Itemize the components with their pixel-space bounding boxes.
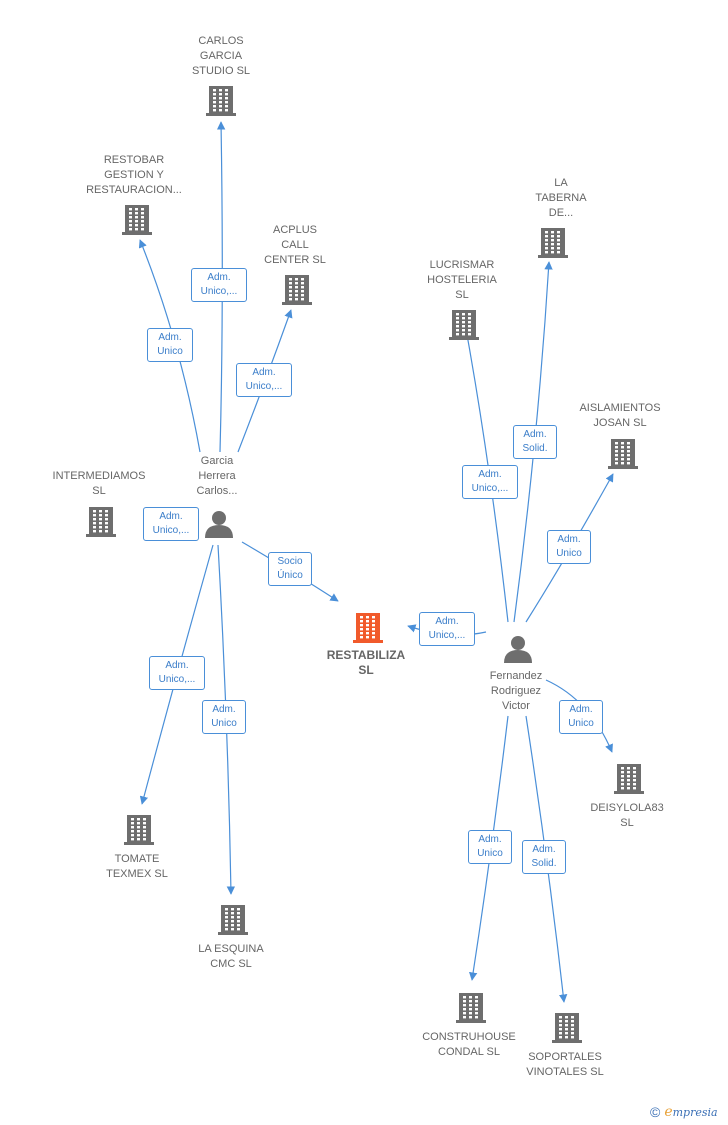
edge-label-fernandez-taberna[interactable]: Adm. Solid. <box>513 425 557 459</box>
taberna-building-icon[interactable] <box>538 228 568 258</box>
aislamientos-building-icon[interactable] <box>608 439 638 469</box>
edge-label-garcia-restabiliza[interactable]: Socio Único <box>268 552 312 586</box>
node-label-deisylola[interactable]: DEISYLOLA83 SL <box>590 802 664 829</box>
acplus-building-icon[interactable] <box>282 275 312 305</box>
soportales-building-icon[interactable] <box>552 1013 582 1043</box>
node-label-restabiliza[interactable]: RESTABILIZA SL <box>326 648 406 677</box>
empresia-logo: empresia <box>664 1104 718 1120</box>
node-label-acplus[interactable]: ACPLUS CALL CENTER SL <box>264 224 326 266</box>
edge-label-garcia-esquina[interactable]: Adm. Unico <box>202 700 246 734</box>
edge-label-garcia-tomate[interactable]: Adm. Unico,... <box>149 656 205 690</box>
deisylola-building-icon[interactable] <box>614 764 644 794</box>
esquina-building-icon[interactable] <box>218 905 248 935</box>
node-label-taberna[interactable]: LA TABERNA DE... <box>535 177 587 219</box>
construhouse-building-icon[interactable] <box>456 993 486 1023</box>
fernandez-person-icon[interactable] <box>504 636 532 663</box>
node-label-aislamientos[interactable]: AISLAMIENTOS JOSAN SL <box>579 402 661 429</box>
edge-label-fernandez-restabiliza[interactable]: Adm. Unico,... <box>419 612 475 646</box>
edge-label-fernandez-construhouse[interactable]: Adm. Unico <box>468 830 512 864</box>
edge-label-fernandez-soportales[interactable]: Adm. Solid. <box>522 840 566 874</box>
edge-label-garcia-carlos_studio[interactable]: Adm. Unico,... <box>191 268 247 302</box>
node-label-fernandez[interactable]: Fernandez Rodriguez Victor <box>489 670 543 712</box>
carlos_studio-building-icon[interactable] <box>206 86 236 116</box>
node-label-carlos_studio[interactable]: CARLOS GARCIA STUDIO SL <box>191 35 251 77</box>
garcia-person-icon[interactable] <box>205 511 233 538</box>
lucrismar-building-icon[interactable] <box>449 310 479 340</box>
edge-label-fernandez-deisylola[interactable]: Adm. Unico <box>559 700 603 734</box>
edge-label-fernandez-aislamientos[interactable]: Adm. Unico <box>547 530 591 564</box>
footer-brand[interactable]: © empresia <box>650 1104 718 1120</box>
intermediamos-building-icon[interactable] <box>86 507 116 537</box>
edge-label-garcia-acplus[interactable]: Adm. Unico,... <box>236 363 292 397</box>
copyright-icon: © <box>650 1104 661 1120</box>
edge-label-garcia-intermediamos[interactable]: Adm. Unico,... <box>143 507 199 541</box>
node-label-soportales[interactable]: SOPORTALES VINOTALES SL <box>526 1051 604 1078</box>
restobar-building-icon[interactable] <box>122 205 152 235</box>
node-label-esquina[interactable]: LA ESQUINA CMC SL <box>198 943 264 970</box>
restabiliza-building-icon[interactable] <box>353 613 383 643</box>
node-label-lucrismar[interactable]: LUCRISMAR HOSTELERIA SL <box>427 259 497 301</box>
node-label-tomate[interactable]: TOMATE TEXMEX SL <box>106 853 168 880</box>
tomate-building-icon[interactable] <box>124 815 154 845</box>
edge-label-garcia-restobar[interactable]: Adm. Unico <box>147 328 193 362</box>
edge-label-fernandez-lucrismar[interactable]: Adm. Unico,... <box>462 465 518 499</box>
node-label-construhouse[interactable]: CONSTRUHOUSE CONDAL SL <box>422 1031 516 1058</box>
node-label-restobar[interactable]: RESTOBAR GESTION Y RESTAURACION... <box>86 154 182 196</box>
node-label-garcia[interactable]: Garcia Herrera Carlos... <box>196 455 238 497</box>
node-label-intermediamos[interactable]: INTERMEDIAMOS SL <box>52 470 146 497</box>
